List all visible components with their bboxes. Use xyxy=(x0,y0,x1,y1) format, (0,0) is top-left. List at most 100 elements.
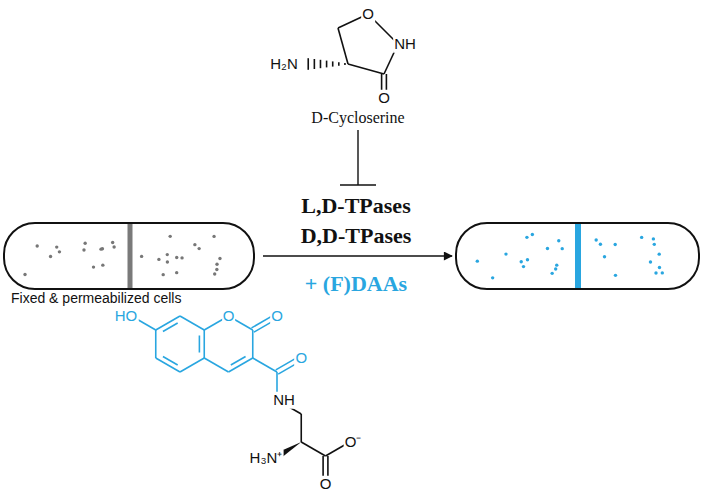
hash-bond xyxy=(314,59,316,69)
cell-dot xyxy=(654,271,657,274)
bond xyxy=(203,330,205,358)
bond xyxy=(180,316,204,330)
atom-label: O⁻ xyxy=(344,434,363,451)
cell-dot xyxy=(526,258,529,261)
hash-bond xyxy=(307,58,309,70)
cell-dot xyxy=(603,255,606,258)
cell-dot xyxy=(175,256,178,259)
ring-double-bond xyxy=(163,357,178,366)
cell-dot xyxy=(658,252,661,255)
hash-bond xyxy=(320,60,322,68)
bond xyxy=(253,358,277,372)
cell-dot xyxy=(197,247,200,250)
text-label: D-Cycloserine xyxy=(311,109,404,127)
hash-bond xyxy=(326,61,328,68)
cell-dot xyxy=(599,243,602,246)
cell-caption: Fixed & permeabilized cells xyxy=(11,290,181,306)
atom-label: NH xyxy=(272,392,296,409)
cell-dot xyxy=(99,247,102,250)
cell-dot xyxy=(49,255,52,258)
cell-contents xyxy=(476,223,664,289)
cell-dot xyxy=(520,260,523,263)
cell-dot xyxy=(92,265,95,268)
cell-dot xyxy=(213,272,216,275)
bond xyxy=(155,330,157,358)
inhibition-line xyxy=(357,130,358,185)
cell-dot xyxy=(58,250,61,253)
atom-label: O xyxy=(294,350,308,367)
ring-double-bond xyxy=(163,323,178,332)
cell-dot xyxy=(594,238,597,241)
atom-label: HO xyxy=(114,308,139,325)
cell-dot xyxy=(166,253,169,256)
bond xyxy=(180,358,204,372)
cell-dot xyxy=(140,255,143,258)
cell-dot xyxy=(640,236,643,239)
cell-dot xyxy=(557,239,560,242)
cell-dot xyxy=(212,235,215,238)
cell-contents xyxy=(23,223,221,289)
cell-dot xyxy=(35,244,38,247)
text-label: + (F)DAAs xyxy=(305,272,407,296)
cell-dot xyxy=(193,243,196,246)
cell-dot xyxy=(175,271,178,274)
bond xyxy=(338,28,348,64)
bond xyxy=(348,64,384,74)
cell-dot xyxy=(23,273,26,276)
ring-double-bond xyxy=(199,335,201,352)
cell-dot xyxy=(653,243,656,246)
cell-dot xyxy=(658,266,661,269)
atom-label: NH xyxy=(393,36,417,53)
hash-bond xyxy=(338,62,340,66)
cell-dot xyxy=(55,245,58,248)
cell-dot xyxy=(111,241,114,244)
cell-dot xyxy=(112,245,115,248)
structures xyxy=(23,14,664,484)
atom-label: O xyxy=(319,476,333,493)
septum xyxy=(575,223,581,289)
cell-dot xyxy=(157,258,160,261)
cell-dot xyxy=(168,235,171,238)
bond xyxy=(301,442,325,456)
atom-label: O xyxy=(270,308,284,325)
cell-dot xyxy=(83,242,86,245)
hash-bond xyxy=(344,63,346,65)
cell-dot xyxy=(101,263,104,266)
cell-dot xyxy=(649,260,652,263)
cell-dot xyxy=(525,236,528,239)
cell-dot xyxy=(180,256,183,259)
atom-label: O xyxy=(222,308,236,325)
cell-dot xyxy=(491,276,494,279)
text-label: D,D-TPases xyxy=(301,224,412,248)
cell-dot xyxy=(550,272,553,275)
cell-dot xyxy=(614,274,617,277)
cell-dot xyxy=(82,248,85,251)
connectors xyxy=(263,256,452,257)
cell-dot xyxy=(215,268,218,271)
cell-dot xyxy=(554,267,557,270)
cell-dot xyxy=(555,263,558,266)
ring-double-bond xyxy=(231,357,246,366)
cell-dot xyxy=(476,259,479,262)
cell-dot xyxy=(661,271,664,274)
text-label: L,D-TPases xyxy=(301,194,410,218)
cell-dot xyxy=(522,265,525,268)
cell-dot xyxy=(652,237,655,240)
cell-dot xyxy=(166,260,169,263)
reaction-arrow xyxy=(263,255,452,257)
hash-bond xyxy=(332,61,334,66)
cell-dot xyxy=(161,273,164,276)
cell-dot xyxy=(218,257,221,260)
inhibition-bar xyxy=(340,184,376,186)
atom-label: O xyxy=(361,6,375,23)
septum xyxy=(128,223,133,289)
cell xyxy=(455,222,700,290)
bond xyxy=(204,358,228,372)
cell-dot xyxy=(546,247,549,250)
cell-dot xyxy=(504,252,507,255)
cell-dot xyxy=(561,247,564,250)
cell-dot xyxy=(613,243,616,246)
atom-label: H₃N⁺ xyxy=(249,450,284,467)
